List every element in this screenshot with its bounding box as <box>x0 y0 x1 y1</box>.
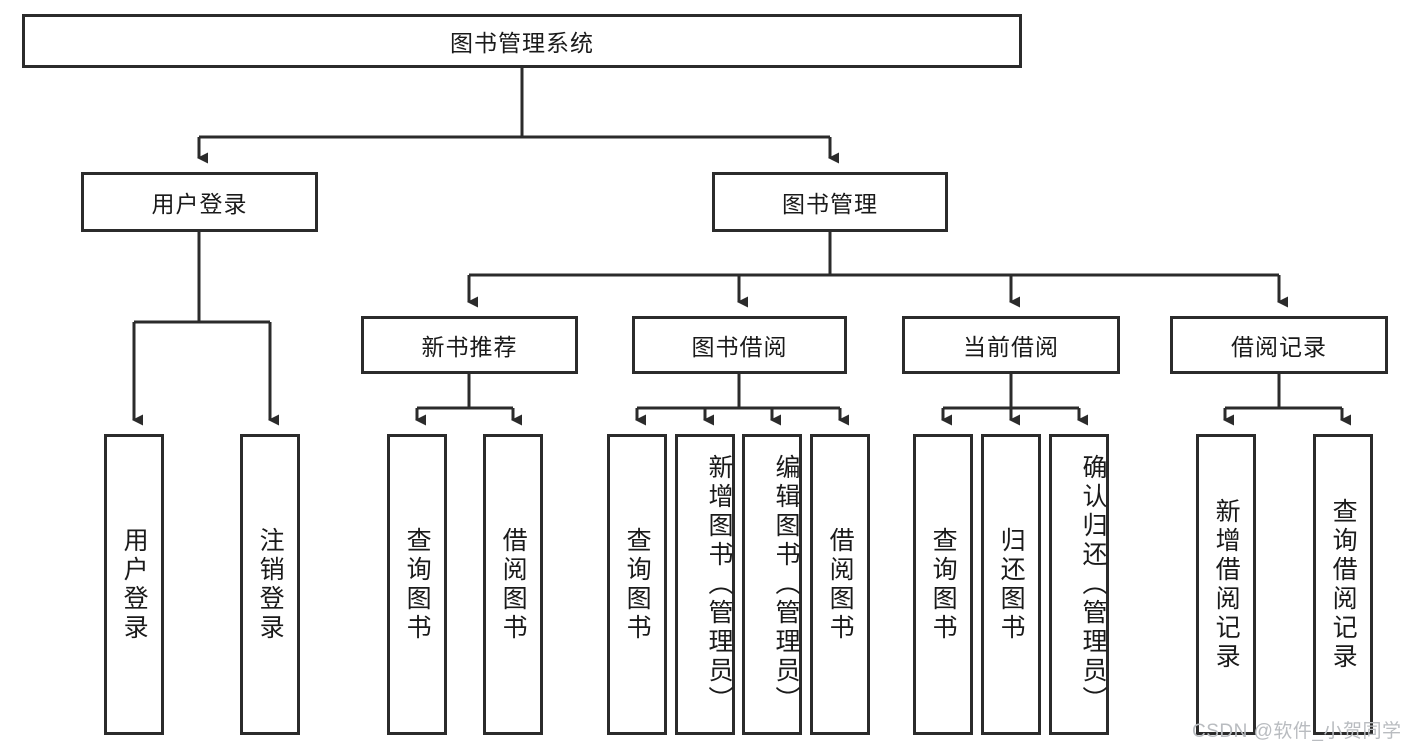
leaf-user-login[interactable]: 用户登录 <box>104 434 164 735</box>
node-root-label: 图书管理系统 <box>450 30 594 56</box>
leaf-borrow-book-2-label: 借阅图书 <box>826 526 855 643</box>
node-book-borrow-label: 图书借阅 <box>691 334 788 360</box>
node-new-book-recommend[interactable]: 新书推荐 <box>361 316 578 374</box>
node-book-borrow[interactable]: 图书借阅 <box>632 316 847 374</box>
leaf-query-book-3-label: 查询图书 <box>929 526 958 643</box>
leaf-add-book[interactable]: 新增图书（管理员） <box>675 434 735 735</box>
node-root[interactable]: 图书管理系统 <box>22 14 1022 68</box>
leaf-return-book-label: 归还图书 <box>997 526 1026 643</box>
leaf-query-book-2[interactable]: 查询图书 <box>607 434 667 735</box>
leaf-logout[interactable]: 注销登录 <box>240 434 300 735</box>
leaf-add-book-label: 新增图书（管理员） <box>705 454 733 715</box>
leaf-return-book[interactable]: 归还图书 <box>981 434 1041 735</box>
node-borrow-record[interactable]: 借阅记录 <box>1170 316 1388 374</box>
node-user-login-label: 用户登录 <box>151 191 248 217</box>
leaf-query-book-2-label: 查询图书 <box>623 526 652 643</box>
leaf-query-book-1[interactable]: 查询图书 <box>387 434 447 735</box>
leaf-query-record[interactable]: 查询借阅记录 <box>1313 434 1373 735</box>
leaf-logout-label: 注销登录 <box>256 526 285 643</box>
leaf-query-record-label: 查询借阅记录 <box>1329 497 1358 672</box>
watermark-text: CSDN @软件_小贺同学 <box>1192 721 1402 742</box>
leaf-edit-book[interactable]: 编辑图书（管理员） <box>742 434 802 735</box>
leaf-borrow-book-1-label: 借阅图书 <box>499 526 528 643</box>
leaf-user-login-label: 用户登录 <box>120 526 149 643</box>
node-current-borrow-label: 当前借阅 <box>963 334 1059 360</box>
leaf-add-record[interactable]: 新增借阅记录 <box>1196 434 1256 735</box>
leaf-confirm-return-label: 确认归还（管理员） <box>1079 454 1107 715</box>
node-book-management-label: 图书管理 <box>782 191 878 217</box>
node-new-book-recommend-label: 新书推荐 <box>421 334 518 360</box>
node-user-login[interactable]: 用户登录 <box>81 172 318 232</box>
node-book-management[interactable]: 图书管理 <box>712 172 948 232</box>
node-borrow-record-label: 借阅记录 <box>1231 334 1327 360</box>
leaf-query-book-1-label: 查询图书 <box>403 526 432 643</box>
leaf-borrow-book-2[interactable]: 借阅图书 <box>810 434 870 735</box>
leaf-edit-book-label: 编辑图书（管理员） <box>772 454 800 715</box>
leaf-add-record-label: 新增借阅记录 <box>1212 497 1241 672</box>
leaf-borrow-book-1[interactable]: 借阅图书 <box>483 434 543 735</box>
leaf-query-book-3[interactable]: 查询图书 <box>913 434 973 735</box>
node-current-borrow[interactable]: 当前借阅 <box>902 316 1120 374</box>
leaf-confirm-return[interactable]: 确认归还（管理员） <box>1049 434 1109 735</box>
